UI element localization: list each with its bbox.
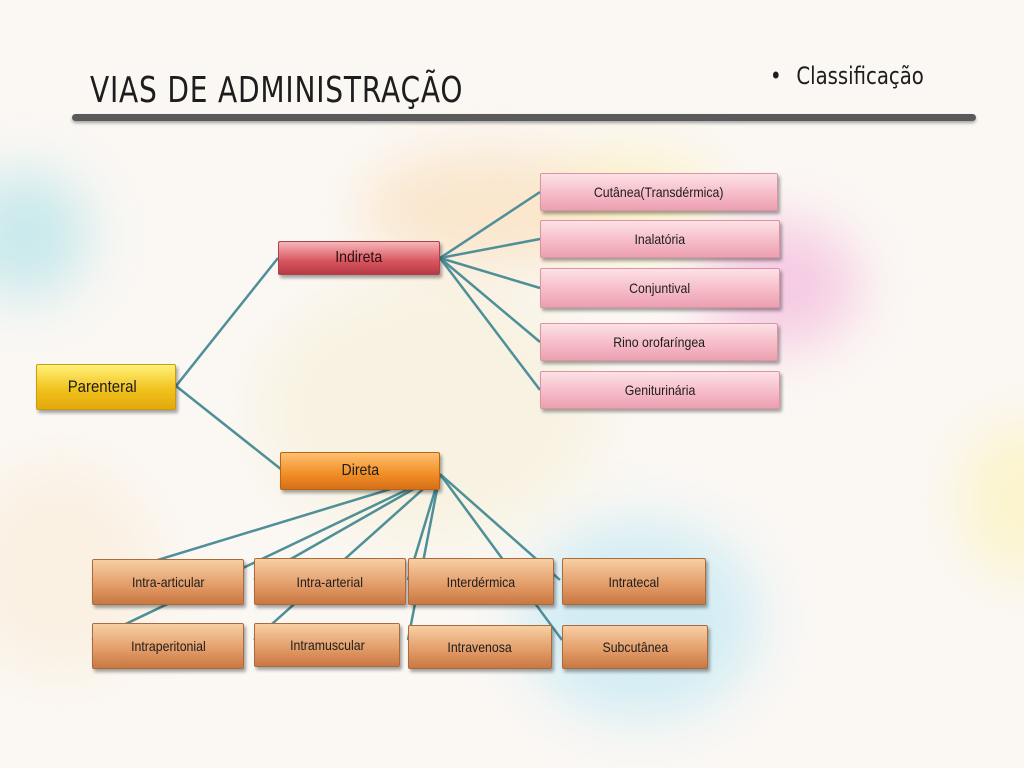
node-subcutanea[interactable]: Subcutânea xyxy=(562,625,708,669)
node-label: Subcutânea xyxy=(602,639,668,655)
node-label: Intra-articular xyxy=(131,574,205,590)
node-intra-articular[interactable]: Intra-articular xyxy=(92,559,244,605)
title-underline xyxy=(72,114,976,121)
connector-line xyxy=(91,472,441,642)
bullet-dot-icon: • xyxy=(770,62,782,90)
node-parenteral[interactable]: Parenteral xyxy=(36,364,176,410)
connector-line xyxy=(406,473,442,641)
bullet-classificacao: • Classificação xyxy=(770,62,924,90)
node-indireta[interactable]: Indireta xyxy=(278,241,440,275)
node-label: Interdérmica xyxy=(446,573,516,590)
node-cutanea[interactable]: Cutânea(Transdérmica) xyxy=(540,173,778,211)
node-label: Indireta xyxy=(335,249,383,266)
node-intratecal[interactable]: Intratecal xyxy=(562,558,706,605)
connector-line xyxy=(438,473,564,641)
node-label: Conjuntival xyxy=(629,280,691,296)
node-rino-orofaringea[interactable]: Rino orofaríngea xyxy=(540,323,778,361)
node-label: Geniturinária xyxy=(624,382,696,398)
node-label: Parenteral xyxy=(67,377,137,396)
node-inalatoria[interactable]: Inalatória xyxy=(540,220,780,258)
connector-line xyxy=(439,190,541,260)
bullet-text: Classificação xyxy=(796,62,924,90)
node-intravenosa[interactable]: Intravenosa xyxy=(408,625,552,669)
node-geniturinaria[interactable]: Geniturinária xyxy=(540,371,780,409)
node-label: Rino orofaríngea xyxy=(613,334,705,350)
node-label: Intra-arterial xyxy=(296,573,364,590)
connector-line xyxy=(175,257,279,387)
node-label: Intraperitonial xyxy=(130,638,206,654)
node-interdermica[interactable]: Interdérmica xyxy=(408,558,554,605)
node-label: Intratecal xyxy=(608,573,660,590)
connector-line xyxy=(439,237,541,260)
connector-line xyxy=(175,385,283,471)
node-label: Intramuscular xyxy=(289,637,365,653)
connector-line xyxy=(439,256,541,290)
node-label: Intravenosa xyxy=(447,639,513,655)
node-label: Cutânea(Transdérmica) xyxy=(594,184,724,200)
node-conjuntival[interactable]: Conjuntival xyxy=(540,268,780,308)
node-direta[interactable]: Direta xyxy=(280,452,440,490)
connector-line xyxy=(439,257,541,391)
node-intramuscular[interactable]: Intramuscular xyxy=(254,623,400,667)
node-label: Inalatória xyxy=(634,231,686,247)
connector-line xyxy=(439,257,541,343)
connector-line xyxy=(253,473,441,641)
slide-title: VIAS DE ADMINISTRAÇÃO xyxy=(90,70,464,111)
node-intraperitonial[interactable]: Intraperitonial xyxy=(92,623,244,669)
node-label: Direta xyxy=(341,462,379,479)
node-intra-arterial[interactable]: Intra-arterial xyxy=(254,558,406,605)
